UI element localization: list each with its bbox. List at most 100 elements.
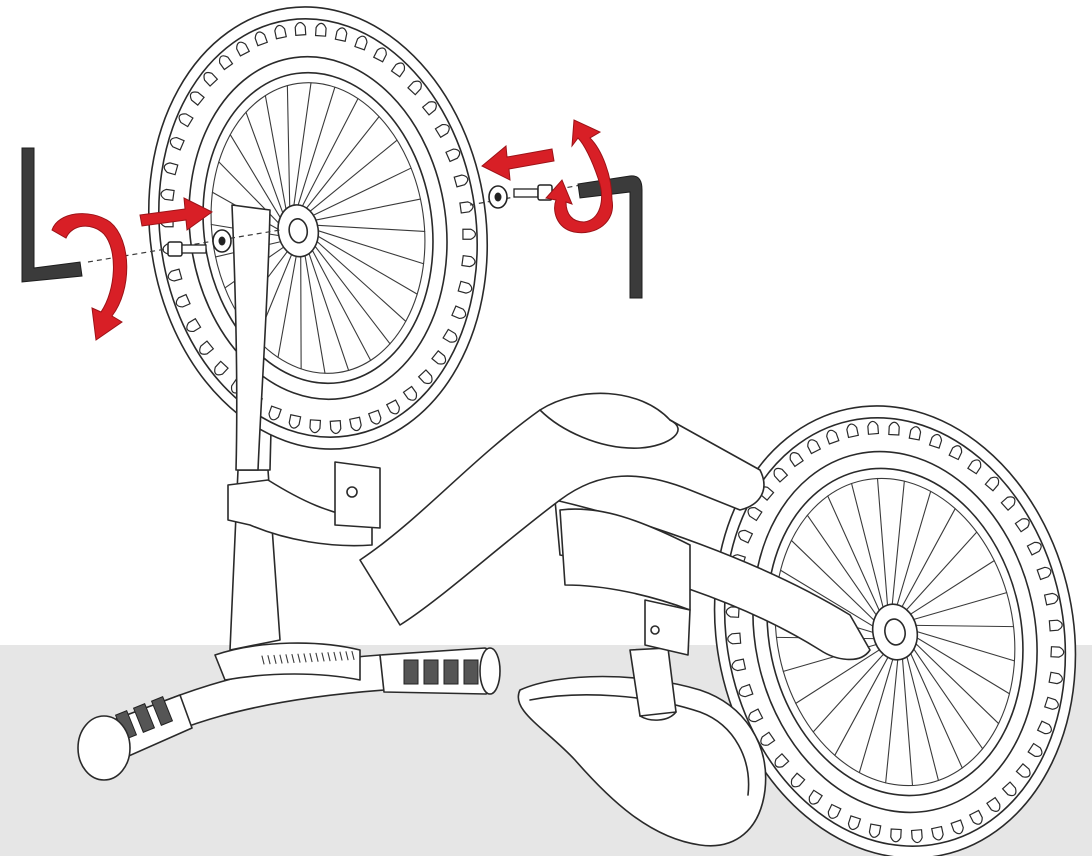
tread-lug	[1043, 696, 1059, 710]
tread-lug	[910, 829, 923, 844]
spoke	[906, 624, 1015, 628]
tread-lug	[930, 825, 944, 841]
tread-lug	[175, 293, 191, 308]
knurl-mark	[273, 654, 277, 664]
tread-lug	[218, 55, 234, 71]
front-wheel	[147, 6, 489, 450]
spoke	[885, 649, 900, 784]
tread-lug	[367, 409, 382, 425]
spoke	[812, 647, 890, 733]
tread-lug	[354, 35, 368, 51]
knurl-mark	[285, 654, 289, 664]
spoke	[893, 490, 932, 615]
tread-lug	[1026, 541, 1042, 556]
tread-lug	[203, 71, 219, 87]
tread-lug	[445, 148, 461, 163]
rotation-arrow-icon	[51, 213, 128, 341]
knurl-mark	[333, 651, 337, 661]
spoke	[311, 236, 407, 322]
spoke	[303, 247, 326, 374]
spoke	[298, 98, 359, 214]
tread-lug	[826, 429, 840, 445]
tread-lug	[1036, 720, 1052, 735]
spoke	[309, 239, 391, 345]
axle-bolt-icon	[167, 241, 207, 257]
tread-lug	[294, 21, 307, 37]
spoke	[858, 649, 897, 774]
washer-icon	[488, 185, 508, 209]
knurl-mark	[351, 650, 355, 661]
tread-lug	[747, 507, 763, 522]
spoke	[218, 161, 285, 230]
tread-lug	[986, 796, 1001, 812]
tread-lug	[453, 174, 469, 188]
spoke	[834, 648, 893, 756]
tread-lug	[461, 254, 476, 268]
tread-lug	[421, 101, 437, 116]
tread-lug	[968, 809, 983, 825]
spoke	[908, 632, 1010, 695]
spoke	[292, 82, 312, 215]
axle-line-left	[87, 229, 281, 263]
spoke	[308, 242, 372, 361]
knurl-mark	[261, 655, 265, 665]
knurl-mark	[327, 652, 331, 662]
tread-lug	[1014, 518, 1030, 533]
spoke	[876, 477, 889, 617]
tread-lug	[827, 803, 842, 819]
spoke	[305, 245, 350, 371]
spoke	[229, 134, 286, 226]
push-arrow-icon	[139, 197, 213, 231]
tread-lug	[349, 416, 362, 432]
tread-lug	[1048, 671, 1063, 685]
tread-lug	[727, 632, 742, 645]
knurl-mark	[315, 652, 319, 662]
spoke	[902, 560, 995, 620]
spoke	[890, 480, 905, 615]
tread-lug	[773, 467, 789, 483]
tread-lug	[372, 47, 387, 63]
tread-lug	[457, 280, 473, 294]
tread-lug	[748, 708, 764, 723]
spoke	[907, 640, 984, 750]
tread-lug	[867, 420, 880, 435]
push-arrow-icon	[481, 145, 555, 181]
spoke	[851, 483, 887, 618]
tread-lug	[760, 731, 776, 746]
seat	[517, 647, 767, 847]
tread-lug	[417, 369, 433, 385]
rotation-arrow-icon	[545, 119, 613, 234]
tread-lug	[967, 459, 982, 475]
spoke	[306, 167, 412, 219]
spoke	[905, 592, 1008, 623]
tread-lug	[888, 421, 900, 436]
knurl-mark	[309, 653, 313, 663]
tread-lug	[462, 228, 477, 240]
tread-lug	[1027, 742, 1043, 757]
spoke	[905, 643, 963, 769]
tread-lug	[274, 24, 287, 40]
tread-lug	[807, 439, 822, 455]
spoke	[780, 569, 882, 632]
left-grip	[77, 694, 193, 781]
spoke	[311, 232, 418, 295]
spoke	[806, 514, 883, 624]
tread-lug	[167, 268, 183, 282]
spoke	[286, 85, 291, 217]
spoke	[908, 636, 1000, 725]
spoke	[245, 111, 287, 222]
tread-lug	[160, 188, 175, 202]
knurl-mark	[345, 651, 349, 661]
spoke	[795, 644, 888, 704]
tread-lug	[169, 136, 185, 151]
spoke	[311, 228, 425, 265]
tread-lug	[268, 405, 282, 421]
spoke	[908, 628, 1015, 662]
tread-lug	[890, 828, 902, 843]
tread-lug	[790, 772, 806, 788]
tread-lug	[178, 113, 194, 128]
tread-lug	[431, 350, 447, 365]
tread-lug	[950, 819, 964, 835]
